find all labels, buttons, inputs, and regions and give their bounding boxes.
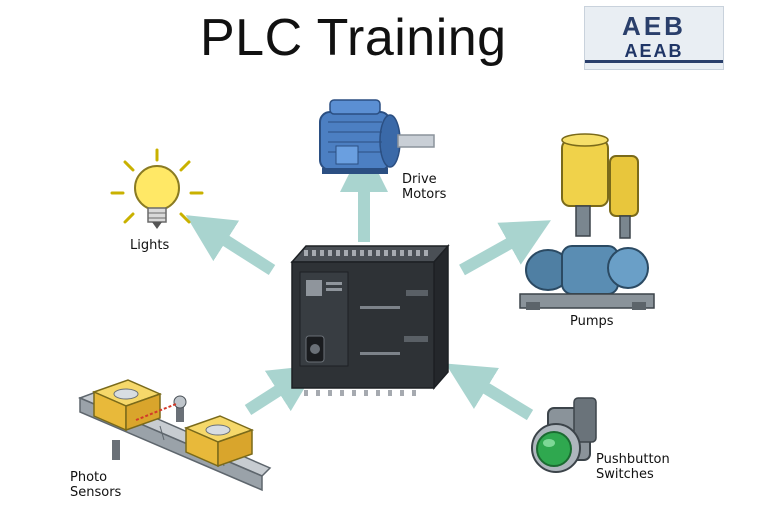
light-bulb-icon: [110, 148, 204, 229]
pushbutton-switches-label-line-2: Switches: [596, 467, 654, 482]
logo-text: AEAB: [624, 41, 684, 61]
pump-icon: [519, 133, 655, 310]
pumps-label: Pumps: [570, 314, 614, 329]
photo-sensors-label: Photo Sensors: [70, 470, 121, 500]
photo-sensors-label-line-2: Sensors: [70, 485, 122, 500]
pushbutton-switches-label-line-1: Pushbutton: [596, 452, 670, 467]
logo-mark: AEB: [622, 11, 686, 41]
photo-sensor-conveyor-icon: [77, 379, 272, 492]
page-title: PLC Training: [200, 9, 507, 67]
arrow-from-photo-sensors: [244, 365, 319, 416]
drive-motors-label: Drive Motors: [402, 172, 446, 202]
aeab-logo: AEB AEAB: [584, 6, 724, 70]
photo-sensors-label-line-1: Photo: [70, 470, 108, 485]
arrow-to-pumps: [459, 220, 551, 276]
pushbutton-switch-icon: [531, 397, 597, 473]
drive-motor-icon: [319, 99, 435, 174]
arrow-from-pushbutton-switches: [445, 363, 534, 421]
logo-underline: [585, 60, 723, 63]
drive-motors-label-line-1: Drive: [402, 172, 437, 187]
plc-controller-icon: [290, 244, 450, 396]
arrow-to-lights: [185, 215, 276, 276]
lights-label: Lights: [130, 238, 170, 253]
drive-motors-label-line-2: Motors: [402, 187, 447, 202]
pushbutton-switches-label: Pushbutton Switches: [596, 452, 670, 482]
